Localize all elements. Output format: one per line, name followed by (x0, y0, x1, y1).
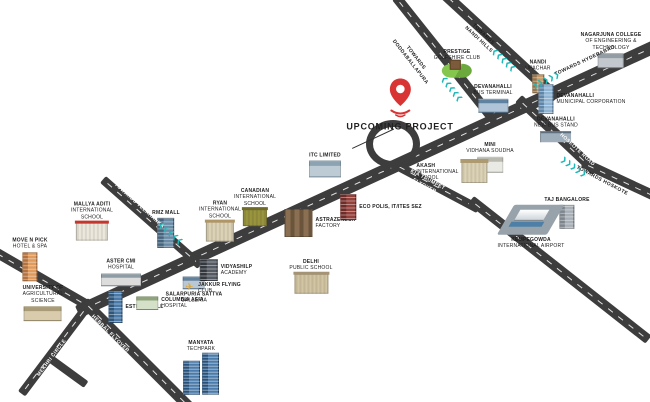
canadian-international-school-icon (241, 206, 268, 226)
move-n-pick-hotel-icon (22, 251, 38, 281)
akash-international-school-icon (460, 159, 489, 183)
ryan-international-school-icon (204, 219, 235, 242)
manyata-techpark-icon (183, 352, 219, 395)
salarpuria-sattva-galleria-icon (182, 276, 205, 290)
university-agricultural-science-icon (23, 305, 62, 321)
jakkur-flying-club-icon: ✈ (185, 282, 194, 293)
devanahalli-bus-terminal-icon (477, 98, 508, 113)
rmz-mall-icon (157, 218, 175, 249)
prestige-golfshire-club-icon (441, 59, 472, 78)
devanahalli-municipal-corporation-icon (538, 84, 554, 114)
eco-polis-sez-icon (340, 194, 357, 220)
mallya-aditi-international-school-icon (74, 220, 109, 241)
trumpet-flyover-loop (366, 120, 420, 168)
upcoming-project-label: UPCOMING PROJECT (346, 121, 454, 132)
road-label-towards-yelahanka: TOWARDS YELAHANKA (113, 181, 166, 230)
columbia-asia-hospital-icon (136, 296, 159, 310)
astrazeneca-factory-icon (284, 209, 313, 237)
nagarjuna-college-icon (598, 52, 624, 68)
devanahalli-new-bus-stand-icon (540, 130, 572, 142)
nandi-upachar-icon (531, 73, 544, 93)
itc-limited-label: ITC LIMITED (309, 152, 341, 159)
aster-cmi-hospital-icon (101, 272, 141, 286)
landmark-eco-polis-sez: ECO POLIS, IT/ITES SEZ (340, 194, 422, 220)
location-pin-icon (389, 78, 411, 118)
landmark-rmz-mall: RMZ MALL (152, 209, 180, 249)
landmark-taj-bangalore: TAJ BANGALORE (544, 196, 590, 230)
taj-bangalore-label: TAJ BANGALORE (544, 196, 590, 203)
upcoming-project-marker: UPCOMING PROJECT (346, 77, 453, 132)
kempegowda-international-airport-icon (497, 204, 565, 235)
eco-polis-sez-label: ECO POLIS, IT/ITES SEZ (359, 203, 422, 210)
landmark-itc-limited: ITC LIMITED (309, 152, 341, 178)
esteem-mall-icon (108, 291, 123, 323)
vidyashilp-academy-icon (199, 259, 218, 281)
taj-bangalore-icon (559, 205, 575, 230)
rmz-mall-label: RMZ MALL (152, 209, 180, 216)
delhi-public-school-icon (292, 271, 329, 294)
itc-limited-icon (309, 160, 341, 178)
